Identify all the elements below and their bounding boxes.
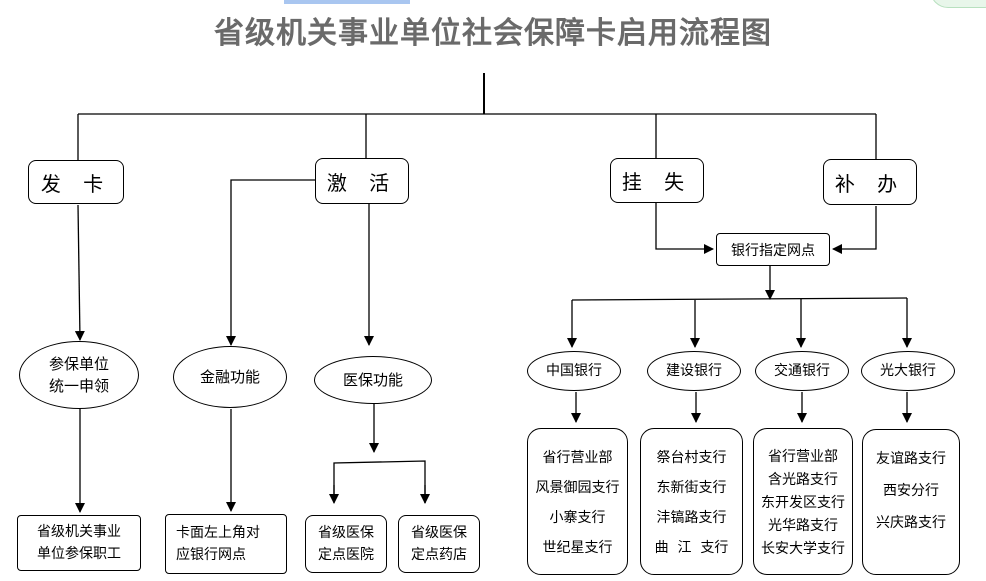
branch-item: 风景御园支行 xyxy=(535,479,620,496)
card-bank-line1: 卡面左上角对 xyxy=(176,525,260,541)
bank-ellipse-boc: 中国银行 xyxy=(527,351,621,391)
ceb-branch-list: 友谊路支行 西安分行 兴庆路支行 xyxy=(862,429,960,575)
pharmacy-line1: 省级医保 xyxy=(411,525,467,541)
branch-item: 含光路支行 xyxy=(768,471,838,488)
branch-item: 东开发区支行 xyxy=(761,494,845,511)
medical-function-ellipse: 医保功能 xyxy=(314,356,432,404)
top-highlight-strip xyxy=(284,0,410,4)
card-bank-branch-box: 卡面左上角对 应银行网点 xyxy=(165,514,287,574)
bank-ellipse-ccb: 建设银行 xyxy=(647,351,741,391)
page-title: 省级机关事业单位社会保障卡启用流程图 xyxy=(214,16,772,51)
branch-item: 长安大学支行 xyxy=(761,540,845,557)
finance-function-ellipse: 金融功能 xyxy=(173,346,287,408)
unit-apply-line2: 统一申领 xyxy=(48,377,109,395)
activate-box: 激 活 xyxy=(315,158,409,204)
unit-apply-ellipse: 参保单位 统一申领 xyxy=(19,341,139,409)
branch-item: 兴庆路支行 xyxy=(876,515,946,531)
branch-item: 省行营业部 xyxy=(542,449,613,466)
unit-apply-line1: 参保单位 xyxy=(48,355,109,373)
branch-item: 世纪星支行 xyxy=(542,539,613,556)
reissue-box: 补 办 xyxy=(823,159,917,205)
bank-ellipse-bocom: 交通银行 xyxy=(755,351,849,391)
branch-item: 西安分行 xyxy=(883,483,939,499)
hospital-line2: 定点医院 xyxy=(318,547,374,563)
insured-staff-line1: 省级机关事业 xyxy=(37,524,121,540)
insured-staff-box: 省级机关事业 单位参保职工 xyxy=(17,515,141,571)
ccb-branch-list: 祭台村支行 东新街支行 沣镐路支行 曲 江 支行 xyxy=(640,428,743,575)
designated-pharmacy-box: 省级医保 定点药店 xyxy=(398,515,480,573)
branch-item: 小寨支行 xyxy=(549,509,606,526)
branch-item: 东新街支行 xyxy=(656,479,727,496)
bank-designated-outlet-box: 银行指定网点 xyxy=(716,233,830,266)
insured-staff-line2: 单位参保职工 xyxy=(37,546,121,562)
bank-ellipse-ceb: 光大银行 xyxy=(861,351,955,391)
issue-card-box: 发 卡 xyxy=(28,160,124,204)
report-lost-box: 挂 失 xyxy=(610,158,704,203)
designated-hospital-box: 省级医保 定点医院 xyxy=(305,515,387,573)
branch-item: 友谊路支行 xyxy=(876,451,946,467)
boc-branch-list: 省行营业部 风景御园支行 小寨支行 世纪星支行 xyxy=(527,428,628,575)
hospital-line1: 省级医保 xyxy=(318,525,374,541)
branch-item: 祭台村支行 xyxy=(656,449,727,466)
card-bank-line2: 应银行网点 xyxy=(176,547,246,563)
branch-item: 沣镐路支行 xyxy=(656,509,727,526)
branch-item: 曲 江 支行 xyxy=(654,539,729,556)
bocom-branch-list: 省行营业部 含光路支行 东开发区支行 光华路支行 长安大学支行 xyxy=(753,428,853,575)
branch-item: 省行营业部 xyxy=(768,448,838,465)
branch-item: 光华路支行 xyxy=(768,517,838,534)
pharmacy-line2: 定点药店 xyxy=(411,547,467,563)
